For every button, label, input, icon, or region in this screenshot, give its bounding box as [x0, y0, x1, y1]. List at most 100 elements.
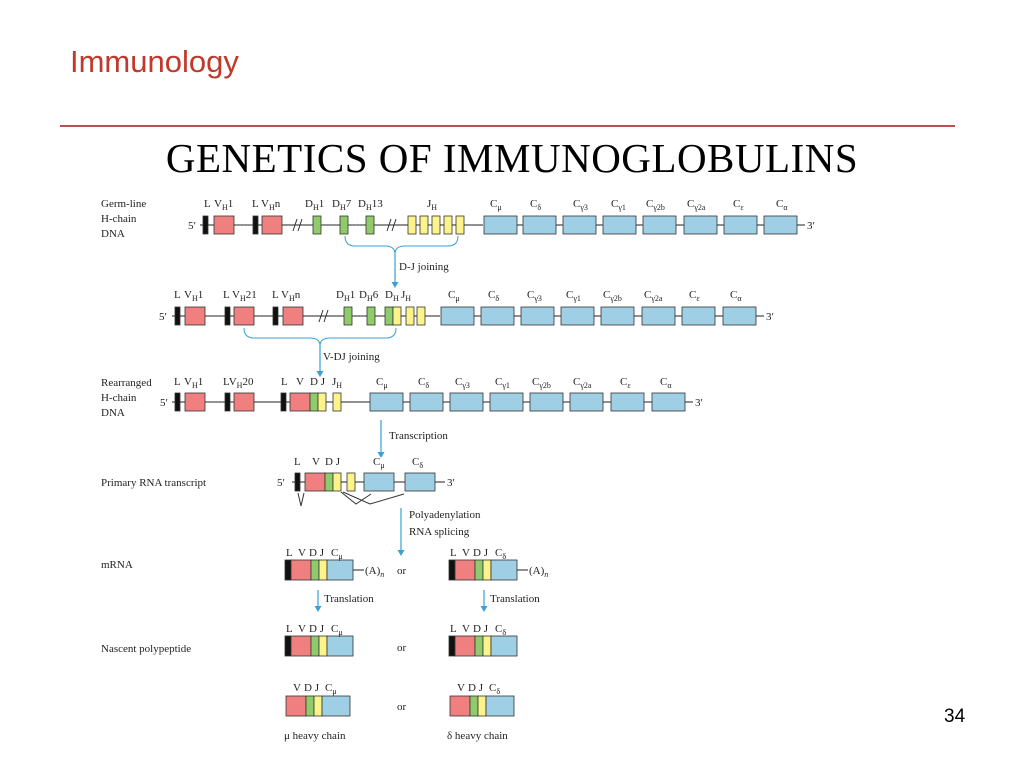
j-segment [346, 472, 356, 492]
delta-nascent-c-segment [490, 635, 518, 657]
vh20-label: LVH20 [223, 376, 254, 390]
break-mark [318, 309, 324, 323]
dh-label: DH [385, 289, 399, 303]
constant-segment-2 [449, 392, 484, 412]
constant-segment-5 [569, 392, 604, 412]
leader-segment [202, 215, 209, 235]
vh1-segment [184, 306, 206, 326]
constant-segment-1 [522, 215, 557, 235]
rearranged-row-label: Rearranged [101, 377, 152, 389]
leader-label: L [204, 198, 211, 210]
d-segment [309, 392, 319, 412]
five-prime-end: 5′ [159, 311, 167, 323]
transcription-label: Transcription [389, 430, 448, 442]
leader-label: L [272, 289, 279, 301]
mu-mrna-v-segment [290, 559, 312, 581]
dh1-segment [343, 306, 353, 326]
dh-joined-segment [384, 306, 394, 326]
mu-nascent-dj-label: D J [309, 623, 325, 635]
constant-segment-2 [562, 215, 597, 235]
constant-label-6: Cε [689, 289, 700, 303]
leader-label: L [174, 289, 181, 301]
or-label: or [397, 642, 407, 654]
constant-label-1: Cδ [530, 198, 541, 212]
mu-chain-j-segment [313, 695, 323, 717]
mu-translation-arrow-head [314, 606, 322, 612]
dh-segment-2 [365, 215, 375, 235]
delta-nascent-v-label: V [462, 623, 470, 635]
or-label: or [397, 565, 407, 577]
vdj-joining-label: V-DJ joining [323, 351, 380, 363]
leader-label: L [294, 456, 301, 468]
leader-segment [294, 472, 301, 492]
three-prime-end: 3′ [447, 477, 455, 489]
delta-chain-c-segment [485, 695, 515, 717]
primary-transcript-label: Primary RNA transcript [101, 477, 206, 489]
vh21-label: VH21 [232, 289, 257, 303]
mu-chain-v-label: V [293, 682, 301, 694]
processing-arrow-head [397, 550, 405, 556]
constant-segment-2 [520, 306, 555, 326]
dj-arrow-head [391, 282, 399, 288]
polyadenylation-label: Polyadenylation [409, 509, 481, 521]
delta-mrna-leader-segment [448, 559, 456, 581]
jh-segment-2 [431, 215, 441, 235]
break-mark [292, 218, 298, 232]
vh1-segment [184, 392, 206, 412]
vh20-segment [233, 392, 255, 412]
mu-nascent-j-segment [318, 635, 328, 657]
jh-segment [332, 392, 342, 412]
dj-joining-label: D-J joining [399, 261, 449, 273]
delta-translation-label: Translation [490, 593, 540, 605]
constant-segment-0 [440, 306, 475, 326]
delta-nascent-leader-segment [448, 635, 456, 657]
constant-label-7: Cα [660, 376, 672, 390]
delta-nascent-c-label: Cδ [495, 623, 506, 637]
constant-label-6: Cε [733, 198, 744, 212]
rearranged-row-label: H-chain [101, 392, 137, 404]
delta-mrna-c-segment [490, 559, 518, 581]
leader-label: L [281, 376, 288, 388]
splice-mark [342, 491, 405, 505]
c-mu-segment [363, 472, 395, 492]
constant-segment-6 [681, 306, 716, 326]
break-mark [323, 309, 329, 323]
vhn-segment [282, 306, 304, 326]
constant-label-6: Cε [620, 376, 631, 390]
germline-row-label: DNA [101, 228, 125, 240]
constant-label-1: Cδ [418, 376, 429, 390]
constant-label-3: Cγ1 [495, 376, 510, 390]
dj-bracket [344, 235, 459, 255]
leader-label: L [252, 198, 259, 210]
leader-segment [224, 306, 231, 326]
dh1-label: DH1 [336, 289, 355, 303]
mu-nascent-v-label: V [298, 623, 306, 635]
dh1-label: DH1 [305, 198, 324, 212]
delta-mrna-d-segment [474, 559, 484, 581]
jh-segment-1 [419, 215, 429, 235]
delta-mrna-poly-a-tail: (A)n [529, 565, 548, 579]
header-rule [60, 125, 955, 127]
three-prime-end: 3′ [695, 397, 703, 409]
constant-label-5: Cγ2a [687, 198, 706, 212]
leader-segment [280, 392, 287, 412]
vh21-segment [233, 306, 255, 326]
three-prime-end: 3′ [807, 220, 815, 232]
break-mark [386, 218, 392, 232]
five-prime-end: 5′ [160, 397, 168, 409]
constant-segment-5 [641, 306, 676, 326]
mu-chain-v-segment [285, 695, 307, 717]
mu-mrna-leader-segment [284, 559, 292, 581]
constant-segment-4 [642, 215, 677, 235]
five-prime-end: 5′ [188, 220, 196, 232]
mu-heavy-chain-label: μ heavy chain [284, 730, 346, 742]
leader-segment [224, 392, 231, 412]
v-segment [304, 472, 326, 492]
vh1-segment [213, 215, 235, 235]
c-delta-label: Cδ [412, 456, 423, 470]
vdj-arrow-head [316, 371, 324, 377]
jh-segment-3 [443, 215, 453, 235]
constant-label-4: Cγ2b [603, 289, 622, 303]
nascent-polypeptide-label: Nascent polypeptide [101, 643, 191, 655]
